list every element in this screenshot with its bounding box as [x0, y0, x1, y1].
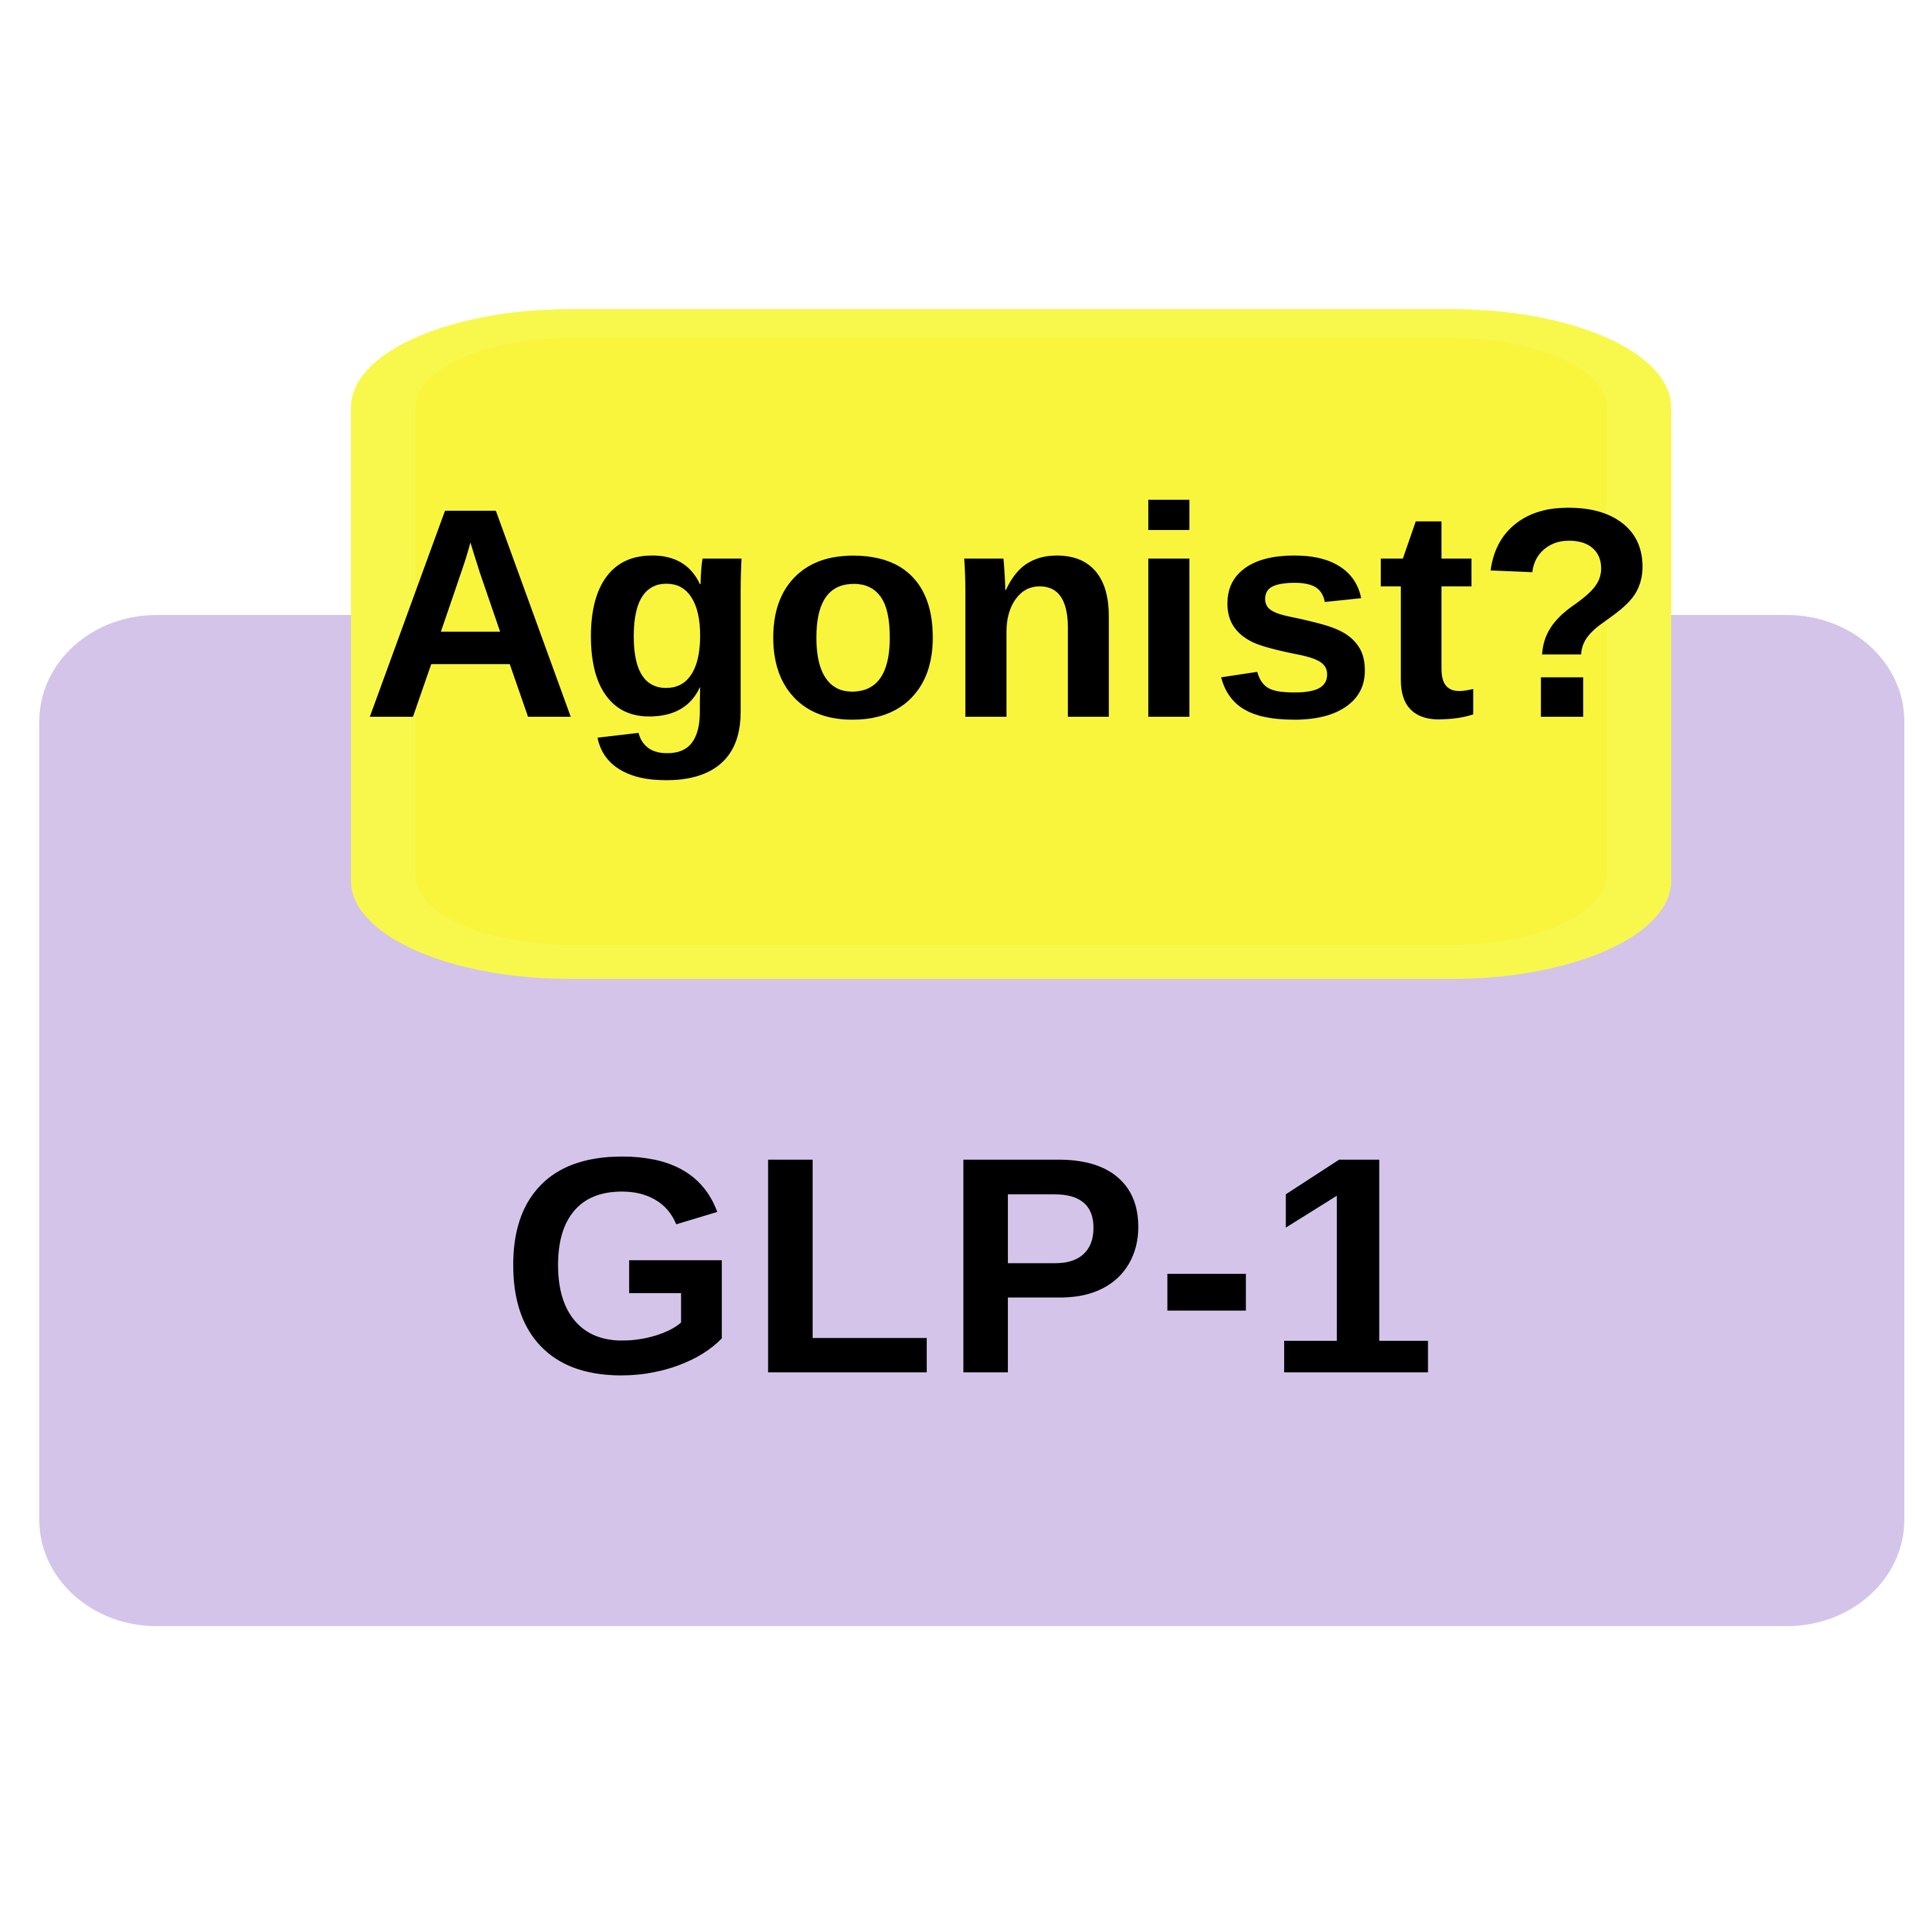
glp1-label: GLP-1 — [500, 1092, 1443, 1438]
agonist-label: Agonist? — [362, 446, 1660, 781]
agonist-tag: Agonist? — [351, 309, 1671, 979]
agonist-tag-inner — [415, 338, 1607, 945]
